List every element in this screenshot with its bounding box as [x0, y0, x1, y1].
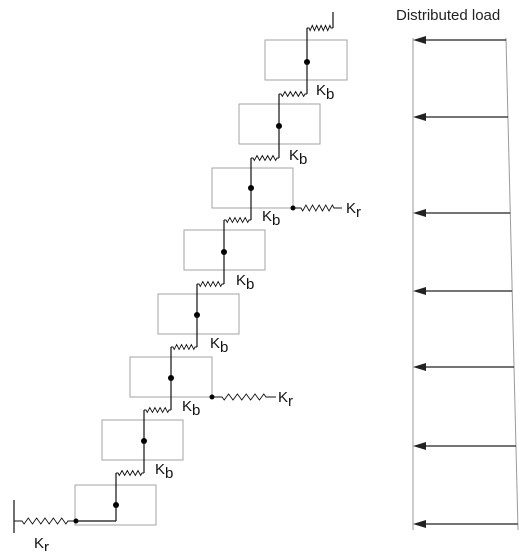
kb-label-1-subscript: b [326, 86, 334, 103]
kb-label-3: Kb [262, 208, 280, 229]
bending-spring-5 [171, 343, 197, 351]
top-spring [307, 24, 333, 32]
bending-spring-2 [251, 154, 279, 162]
kr-label-1-subscript: r [356, 204, 361, 221]
load-arrow-head-5 [413, 363, 426, 371]
kb-label-4-subscript: b [246, 276, 254, 293]
kr-label-2-subscript: r [288, 393, 293, 410]
bending-spring-6 [144, 406, 171, 414]
kr-label-3: Kr [34, 535, 49, 551]
kr-label-1: Kr [346, 200, 361, 221]
kr-label-2: Kr [278, 389, 293, 410]
load-right-boundary [505, 37, 519, 531]
kb-label-1: Kb [316, 82, 334, 103]
bending-spring-7 [116, 469, 144, 477]
kr-label-3-subscript: r [44, 539, 49, 551]
load-arrow-head-6 [413, 442, 426, 450]
kb-label-6: Kb [182, 398, 200, 419]
rotational-spring-1 [293, 204, 342, 212]
rotational-spring-2 [212, 393, 276, 401]
bending-spring-1 [279, 90, 307, 98]
load-arrow-head-4 [413, 287, 426, 295]
distributed-load-title: Distributed load [396, 7, 501, 24]
load-arrow-head-2 [413, 113, 426, 121]
kb-label-7: Kb [155, 461, 173, 482]
bending-spring-4 [197, 280, 224, 288]
kb-label-3-subscript: b [272, 212, 280, 229]
load-arrow-head-3 [413, 209, 426, 217]
kb-label-7-subscript: b [165, 465, 173, 482]
load-arrow-head-1 [413, 36, 426, 44]
kb-label-5: Kb [210, 335, 228, 356]
kb-label-2: Kb [289, 147, 307, 168]
kb-label-2-subscript: b [299, 151, 307, 168]
kb-label-6-subscript: b [192, 402, 200, 419]
kb-label-4: Kb [236, 272, 254, 293]
bending-spring-3 [224, 216, 251, 224]
rotational-spring-3 [14, 517, 76, 525]
kb-label-5-subscript: b [220, 339, 228, 356]
load-arrow-head-7 [413, 520, 426, 528]
